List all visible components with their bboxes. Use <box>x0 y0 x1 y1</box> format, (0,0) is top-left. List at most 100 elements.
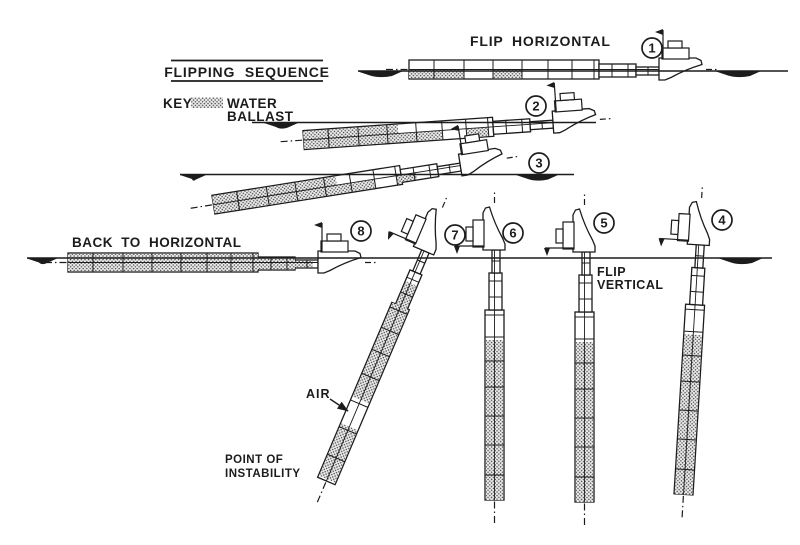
compartment-divider <box>406 276 420 283</box>
step-number-8: 8 <box>350 220 372 242</box>
mast <box>553 82 557 112</box>
stern-hull <box>686 200 711 247</box>
step-circle-number: 6 <box>509 226 516 241</box>
deckhouse <box>553 98 583 113</box>
compartment-divider <box>521 119 524 133</box>
waterlines-layer <box>27 70 788 265</box>
step-circle <box>711 209 733 231</box>
compartment-divider <box>417 259 425 264</box>
compartment-divider <box>448 164 451 173</box>
step-number-4: 4 <box>711 209 733 231</box>
water-ballast-fill <box>295 261 313 267</box>
mast-pennant <box>387 231 394 240</box>
pilot-house <box>667 40 683 49</box>
hull-mid-line <box>683 244 700 495</box>
mast-pennant <box>544 248 550 256</box>
compartment-divider <box>428 164 432 178</box>
diagram-title: FLIPPING SEQUENCE <box>164 64 330 80</box>
compartment-divider <box>400 291 413 298</box>
mast-pennant <box>546 81 555 88</box>
water-ballast-fill <box>398 130 443 142</box>
air-arrow <box>329 398 349 412</box>
hull-segment <box>578 274 593 313</box>
step-number-6: 6 <box>502 222 524 244</box>
label-flip-horizontal: FLIP HORIZONTAL <box>470 33 611 49</box>
ship-position-6 <box>454 191 506 523</box>
water-ballast-fill <box>258 258 295 269</box>
step-circle <box>593 212 615 234</box>
water-surface-mark <box>719 258 762 265</box>
step-number-5: 5 <box>593 212 615 234</box>
step-number-7: 7 <box>444 224 466 246</box>
step-circle <box>525 95 547 117</box>
step-circle-number: 2 <box>532 99 539 114</box>
water-ballast-fill <box>409 70 434 78</box>
step-circle-number: 1 <box>648 41 655 56</box>
water-surface-mark <box>716 71 760 78</box>
key-water-ballast-swatch <box>191 97 223 108</box>
key-item-water: WATER <box>227 96 277 111</box>
step-circle-number: 8 <box>357 224 364 239</box>
water-ballast-fill <box>493 70 522 78</box>
pilot-house <box>400 217 415 235</box>
hull-mid-line <box>303 122 554 141</box>
hull-centerline-extension <box>701 185 703 198</box>
water-surface-mark <box>264 123 298 129</box>
step-circle <box>528 152 550 174</box>
pilot-house <box>465 226 474 242</box>
pilot-house <box>559 91 576 102</box>
water-ballast-fill <box>336 179 376 194</box>
stern-hull <box>551 107 597 134</box>
label-flip-vertical-line1: FLIP <box>597 265 626 279</box>
step-circle-number: 3 <box>535 156 542 171</box>
stern-hull <box>572 208 596 253</box>
mast-pennant <box>314 222 322 228</box>
hull-mid-line <box>213 165 461 206</box>
hull-centerline-extension <box>316 481 327 503</box>
key-item-ballast: BALLAST <box>227 109 294 124</box>
deckhouse <box>676 212 691 242</box>
hull-centerline-extension <box>441 196 448 208</box>
step-number-1: 1 <box>641 37 663 59</box>
deckhouse <box>661 47 690 60</box>
pilot-house <box>555 228 564 244</box>
label-flip-vertical-line2: VERTICAL <box>597 278 664 292</box>
label-point-of-instability-line2: INSTABILITY <box>225 468 301 480</box>
mast-pennant <box>658 238 665 247</box>
hull-centerline-extension <box>190 204 213 209</box>
pilot-house <box>464 133 481 144</box>
mast-pennant <box>454 246 460 254</box>
step-circle-number: 5 <box>600 216 607 231</box>
deckhouse <box>320 240 349 253</box>
step-circle-number: 7 <box>451 228 458 243</box>
mast-pennant <box>655 29 663 35</box>
pilot-house <box>670 219 680 236</box>
pilot-house <box>326 233 342 242</box>
hull-centerline-extension <box>280 139 303 143</box>
label-point-of-instability-line1: POINT OF <box>225 454 283 466</box>
compartment-divider <box>691 274 705 277</box>
step-number-2: 2 <box>525 95 547 117</box>
ship-position-7 <box>316 196 448 503</box>
ship-position-2 <box>280 81 612 151</box>
ship-position-4 <box>658 185 711 518</box>
stern-hull <box>457 147 503 177</box>
step-circle <box>641 37 663 59</box>
step-circle <box>502 222 524 244</box>
label-air: AIR <box>306 387 331 401</box>
hull-centerline-extension <box>599 117 612 120</box>
step-circle <box>444 224 466 246</box>
mast <box>389 231 417 244</box>
deckhouse <box>472 219 485 248</box>
water-surface-mark <box>516 175 558 181</box>
key-label: KEY <box>163 96 192 111</box>
water-ballast-fill <box>434 70 464 78</box>
step-circle-number: 4 <box>718 213 726 228</box>
water-ballast-fill <box>396 175 403 185</box>
compartment-divider <box>690 290 704 293</box>
stern-hull <box>482 206 506 251</box>
mast-pennant <box>450 124 459 131</box>
